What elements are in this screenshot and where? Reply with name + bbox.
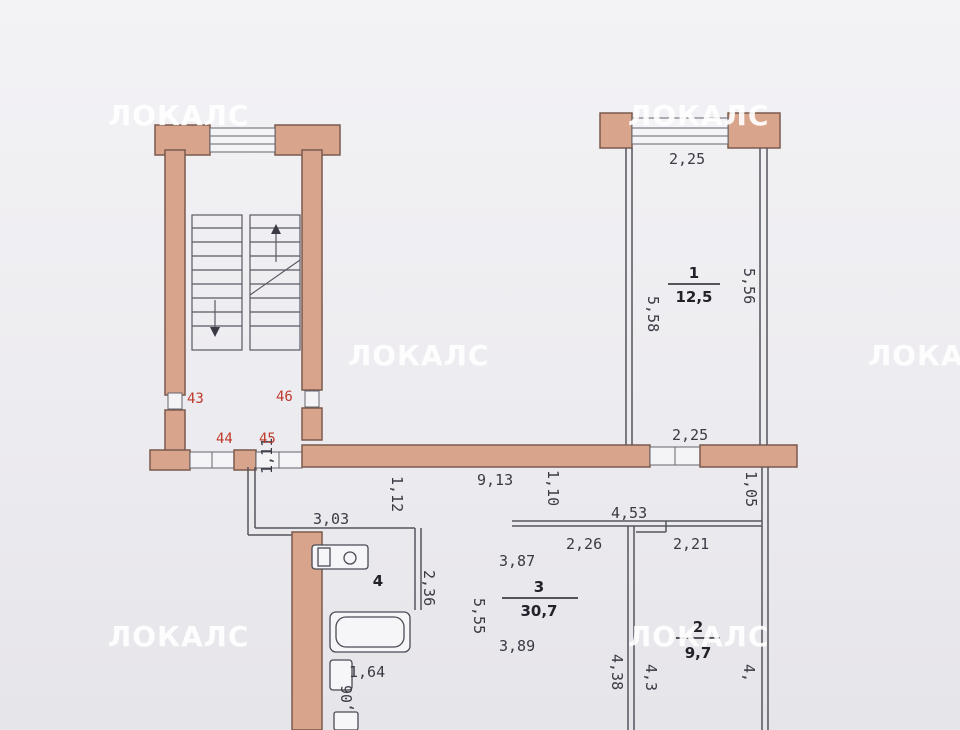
watermark-right-edge: ЛОКАЛС <box>868 339 960 372</box>
room-1-number: 1 <box>689 264 699 282</box>
room-1-walls <box>599 112 781 445</box>
bathroom-fixtures <box>311 544 411 730</box>
watermark-top-right: ЛОКАЛС <box>628 99 769 132</box>
stair-left-wall <box>164 149 186 396</box>
watermark-top-left: ЛОКАЛС <box>108 99 249 132</box>
dim-1-10: 1,10 <box>544 470 562 506</box>
lower-partitions <box>247 467 769 730</box>
toilet-icon <box>329 659 353 691</box>
dim-1-12: 1,12 <box>388 476 406 512</box>
dim-2-36: 2,36 <box>420 570 438 606</box>
dim-3-03: 3,03 <box>313 510 349 528</box>
dim-5-58: 5,58 <box>644 296 662 332</box>
room-1-window <box>631 117 729 145</box>
dim-1-64: 1,64 <box>349 663 385 681</box>
room-3-number: 3 <box>534 578 544 596</box>
marker-45: 45 <box>259 431 276 447</box>
marker-44: 44 <box>216 431 233 447</box>
dim-9-13: 9,13 <box>477 471 513 489</box>
dim-4-53: 4,53 <box>611 504 647 522</box>
room-2-area: 9,7 <box>685 644 712 662</box>
stairwell <box>154 124 341 461</box>
room-1-area: 12,5 <box>675 288 712 306</box>
dim-4-x: 4, <box>740 664 758 682</box>
watermark-bottom-left: ЛОКАЛС <box>108 620 249 653</box>
dim-2-26: 2,26 <box>566 535 602 553</box>
arrow-up-icon <box>271 224 281 234</box>
room-2-number: 2 <box>693 618 703 636</box>
stair-treads <box>191 214 301 351</box>
dim-2-25-top: 2,25 <box>669 150 705 168</box>
stair-right-wall-lower <box>301 407 323 441</box>
main-wall <box>149 444 798 471</box>
dim-2-25-mid: 2,25 <box>672 426 708 444</box>
dim-4-3x: 4,3 <box>642 664 660 691</box>
dim-1-05: 1,05 <box>742 471 760 507</box>
dim-4-38: 4,38 <box>608 654 626 690</box>
watermark-bottom-right: ЛОКАЛС <box>628 620 769 653</box>
marker-43: 43 <box>187 391 204 407</box>
dim-5-55: 5,55 <box>470 598 488 634</box>
marker-46: 46 <box>276 389 293 405</box>
stair-right-wall <box>301 149 323 391</box>
dim-5-56: 5,56 <box>740 268 758 304</box>
dim-1-11: 1,11 <box>258 438 276 474</box>
arrow-down-icon <box>210 327 220 337</box>
stair-top-window <box>209 127 276 153</box>
dim-06: ,06 <box>338 685 356 712</box>
watermark-center: ЛОКАЛС <box>348 339 489 372</box>
room-4-number: 4 <box>373 572 383 590</box>
dim-3-87: 3,87 <box>499 552 535 570</box>
dim-3-89: 3,89 <box>499 637 535 655</box>
dim-2-21: 2,21 <box>673 535 709 553</box>
room-3-area: 30,7 <box>520 602 557 620</box>
